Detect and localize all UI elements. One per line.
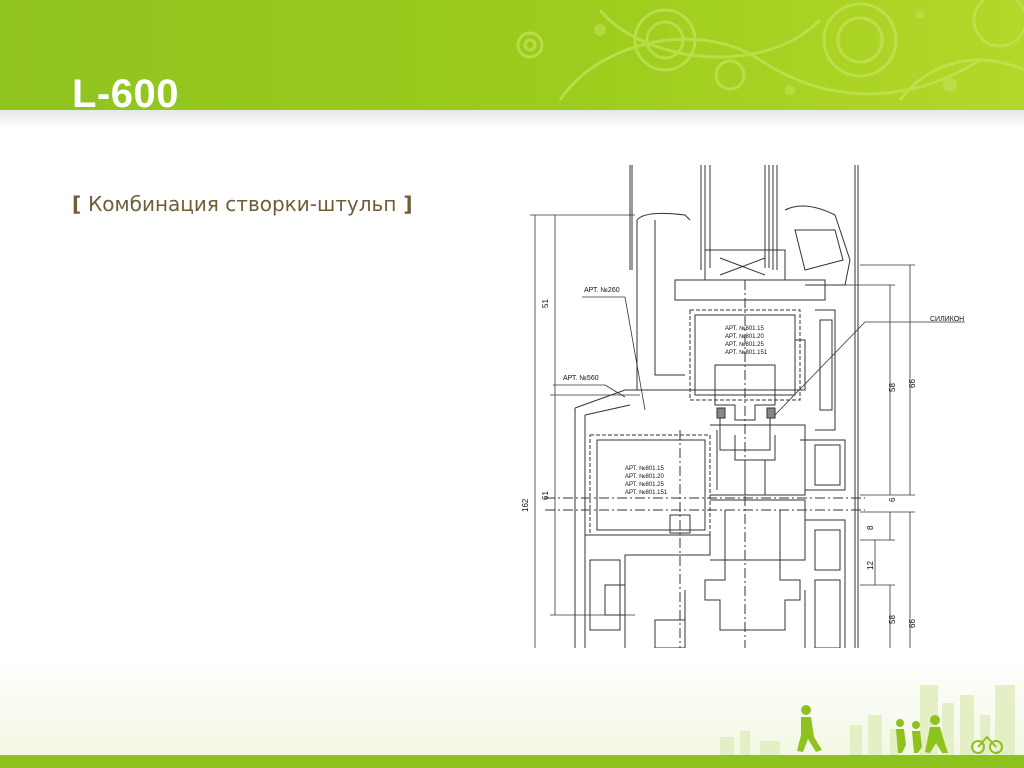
profile-section-drawing: АРТ. №260 АРТ. №560 СИЛИКОН АРТ. №801.15… [521, 165, 965, 648]
subtitle-text: Комбинация створки-штульп [88, 192, 397, 216]
dim-12: 12 [866, 561, 875, 570]
label-art260: АРТ. №260 [584, 287, 620, 294]
people-silhouettes [797, 705, 1003, 754]
dim-162: 162 [521, 498, 530, 512]
dim-8: 8 [866, 525, 875, 530]
slide-subtitle: [ Комбинация створки-штульп ] [72, 192, 413, 216]
reinf-left-label-2: АРТ. №801.20 [625, 473, 665, 480]
dim-58-bottom: 58 [888, 615, 897, 624]
label-art560: АРТ. №560 [563, 375, 599, 382]
dim-6: 6 [888, 497, 897, 502]
footer-decoration [0, 655, 1024, 768]
subtitle-open-bracket: [ [72, 192, 89, 216]
dim-66-bottom: 66 [908, 619, 917, 628]
header-banner: L-600 [0, 0, 1024, 110]
slide-title: L-600 [72, 72, 179, 110]
header-shadow [0, 110, 1024, 128]
reinf-top-label-4: АРТ. №801.151 [725, 349, 768, 356]
dim-58-top: 58 [888, 383, 897, 392]
dim-61: 61 [541, 491, 550, 500]
reinf-top-label-2: АРТ. №801.20 [725, 333, 765, 340]
reinf-top-label-1: АРТ. №801.15 [725, 325, 765, 332]
reinf-left-label-1: АРТ. №801.15 [625, 465, 665, 472]
dim-51: 51 [541, 299, 550, 308]
label-silicon: СИЛИКОН [930, 316, 964, 323]
city-skyline [720, 685, 1015, 755]
reinf-top-label-3: АРТ. №801.25 [725, 341, 765, 348]
dim-66-top: 66 [908, 379, 917, 388]
reinf-left-label-4: АРТ. №801.151 [625, 489, 668, 496]
floral-decoration [516, 0, 1024, 101]
reinf-left-label-3: АРТ. №801.25 [625, 481, 665, 488]
subtitle-close-bracket: ] [396, 192, 413, 216]
footer-bar [0, 755, 1024, 768]
